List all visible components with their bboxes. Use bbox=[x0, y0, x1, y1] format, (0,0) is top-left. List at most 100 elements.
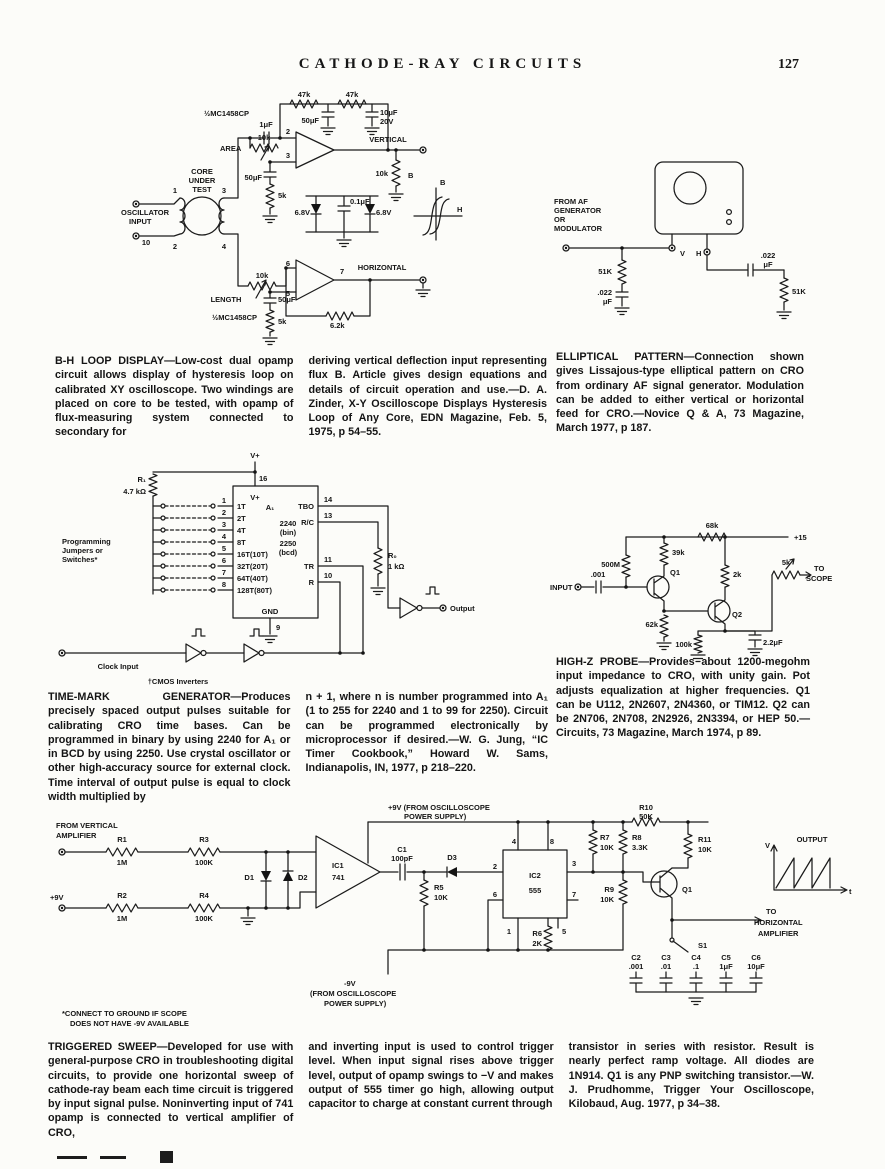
svg-text:10k: 10k bbox=[375, 169, 388, 178]
svg-text:V: V bbox=[765, 841, 770, 850]
svg-text:6.2k: 6.2k bbox=[330, 321, 345, 330]
svg-text:H: H bbox=[457, 205, 462, 214]
svg-text:(bin): (bin) bbox=[280, 528, 297, 537]
triggered-sweep-schematic: FROM VERTICAL AMPLIFIER R1 1M R3 100K +9… bbox=[50, 803, 852, 1028]
tm-junction-dots bbox=[253, 470, 365, 655]
svg-text:10K: 10K bbox=[600, 895, 614, 904]
svg-text:(FROM OSCILLOSCOPE: (FROM OSCILLOSCOPE bbox=[310, 989, 396, 998]
tm-schematic-wiring bbox=[58, 461, 447, 663]
svg-text:741: 741 bbox=[332, 873, 345, 882]
time-mark-schematic: V+ 16 R₁ 4.7 kΩ V+ A₁ 2240 (bin) 2250 (b… bbox=[58, 451, 475, 686]
svg-text:7: 7 bbox=[222, 568, 226, 577]
svg-text:C6: C6 bbox=[751, 953, 761, 962]
svg-text:9: 9 bbox=[276, 623, 280, 632]
svg-text:IC1: IC1 bbox=[332, 861, 344, 870]
svg-text:½MC1458CP: ½MC1458CP bbox=[204, 109, 249, 118]
svg-text:5: 5 bbox=[222, 544, 226, 553]
svg-text:AMPLIFIER: AMPLIFIER bbox=[56, 831, 97, 840]
svg-text:Clock Input: Clock Input bbox=[98, 662, 139, 671]
svg-text:Programming: Programming bbox=[62, 537, 111, 546]
svg-text:100k: 100k bbox=[675, 640, 693, 649]
page-number: 127 bbox=[778, 57, 799, 72]
elliptical-pattern-schematic: FROM AF GENERATOR OR MODULATOR 51K .022 … bbox=[554, 161, 806, 320]
svg-text:R2: R2 bbox=[117, 891, 127, 900]
svg-text:TEST: TEST bbox=[192, 185, 212, 194]
svg-text:14: 14 bbox=[324, 495, 333, 504]
svg-text:D2: D2 bbox=[298, 873, 308, 882]
svg-text:FROM AF: FROM AF bbox=[554, 197, 588, 206]
svg-text:V+: V+ bbox=[250, 493, 260, 502]
svg-text:10: 10 bbox=[142, 238, 150, 247]
svg-text:3: 3 bbox=[286, 151, 290, 160]
ts-junction-dots bbox=[246, 820, 690, 952]
svg-text:47k: 47k bbox=[346, 90, 359, 99]
svg-text:.022: .022 bbox=[597, 288, 612, 297]
svg-text:LENGTH: LENGTH bbox=[211, 295, 242, 304]
ell-schematic-labels: FROM AF GENERATOR OR MODULATOR 51K .022 … bbox=[554, 197, 806, 306]
bh-caption-col2: deriving vertical deflection input repre… bbox=[308, 355, 548, 439]
svg-text:HORIZONTAL: HORIZONTAL bbox=[358, 263, 407, 272]
svg-text:4: 4 bbox=[512, 837, 517, 846]
svg-text:13: 13 bbox=[324, 511, 332, 520]
svg-text:Q2: Q2 bbox=[732, 610, 742, 619]
svg-text:1μF: 1μF bbox=[259, 120, 273, 129]
hz-junction-dots bbox=[624, 535, 727, 633]
svg-text:16T(10T): 16T(10T) bbox=[237, 550, 268, 559]
svg-text:16: 16 bbox=[259, 474, 267, 483]
svg-text:MODULATOR: MODULATOR bbox=[554, 224, 603, 233]
time-mark-caption: TIME-MARK GENERATOR—Produces precisely s… bbox=[48, 690, 548, 804]
svg-text:UNDER: UNDER bbox=[189, 176, 216, 185]
ts-caption-col2: and inverting input is used to control t… bbox=[308, 1041, 554, 1110]
svg-text:POWER SUPPLY): POWER SUPPLY) bbox=[404, 812, 467, 821]
svg-text:2.2μF: 2.2μF bbox=[763, 638, 783, 647]
svg-text:HORIZONTAL: HORIZONTAL bbox=[754, 918, 803, 927]
svg-text:C5: C5 bbox=[721, 953, 731, 962]
svg-text:100K: 100K bbox=[195, 914, 214, 923]
hz-schematic-labels: INPUT .001 500M Q1 39k 68k +15 2k Q2 62k… bbox=[550, 521, 832, 649]
ts-caption-col3: transistor in series with resistor. Resu… bbox=[568, 1041, 814, 1110]
svg-text:50K: 50K bbox=[639, 812, 653, 821]
ts-schematic-wiring bbox=[58, 817, 848, 1006]
high-z-probe-schematic: INPUT .001 500M Q1 39k 68k +15 2k Q2 62k… bbox=[550, 521, 832, 663]
svg-text:AMPLIFIER: AMPLIFIER bbox=[758, 929, 799, 938]
svg-text:64T(40T): 64T(40T) bbox=[237, 574, 268, 583]
svg-text:INPUT: INPUT bbox=[129, 217, 152, 226]
svg-text:V+: V+ bbox=[250, 451, 260, 460]
svg-text:10μF: 10μF bbox=[747, 962, 765, 971]
page-title: CATHODE-RAY CIRCUITS bbox=[298, 56, 587, 72]
svg-text:3: 3 bbox=[222, 520, 226, 529]
svg-text:6.8V: 6.8V bbox=[295, 208, 310, 217]
svg-text:R4: R4 bbox=[199, 891, 209, 900]
tm-schematic-labels: V+ 16 R₁ 4.7 kΩ V+ A₁ 2240 (bin) 2250 (b… bbox=[62, 451, 475, 686]
svg-text:R10: R10 bbox=[639, 803, 653, 812]
bh-schematic-wiring bbox=[132, 99, 463, 346]
svg-text:A₁: A₁ bbox=[266, 503, 275, 512]
svg-text:5: 5 bbox=[562, 927, 566, 936]
svg-text:VERTICAL: VERTICAL bbox=[369, 135, 407, 144]
svg-text:10μF: 10μF bbox=[380, 108, 398, 117]
svg-text:B: B bbox=[408, 171, 414, 180]
svg-text:555: 555 bbox=[529, 886, 542, 895]
svg-text:5k: 5k bbox=[278, 191, 287, 200]
svg-text:7: 7 bbox=[340, 267, 344, 276]
svg-text:4: 4 bbox=[222, 532, 227, 541]
svg-text:D3: D3 bbox=[447, 853, 457, 862]
svg-text:-9V: -9V bbox=[344, 979, 356, 988]
bh-schematic-labels: OSCILLATOR INPUT CORE UNDER TEST 1 3 2 4… bbox=[121, 90, 462, 330]
svg-text:Output: Output bbox=[450, 604, 475, 613]
svg-text:R9: R9 bbox=[604, 885, 614, 894]
svg-text:+15: +15 bbox=[794, 533, 807, 542]
svg-text:IC2: IC2 bbox=[529, 871, 541, 880]
svg-text:1: 1 bbox=[173, 186, 177, 195]
svg-text:2: 2 bbox=[222, 508, 226, 517]
svg-text:SCOPE: SCOPE bbox=[806, 574, 832, 583]
svg-text:39k: 39k bbox=[672, 548, 685, 557]
svg-text:Q1: Q1 bbox=[670, 568, 680, 577]
tm-caption-title: TIME-MARK GENERATOR bbox=[48, 691, 231, 703]
svg-text:t: t bbox=[849, 887, 852, 896]
svg-text:+9V (FROM OSCILLOSCOPE: +9V (FROM OSCILLOSCOPE bbox=[388, 803, 490, 812]
svg-text:68k: 68k bbox=[706, 521, 719, 530]
triggered-sweep-caption: TRIGGERED SWEEP—Developed for use with g… bbox=[48, 1040, 814, 1140]
svg-text:FROM VERTICAL: FROM VERTICAL bbox=[56, 821, 118, 830]
